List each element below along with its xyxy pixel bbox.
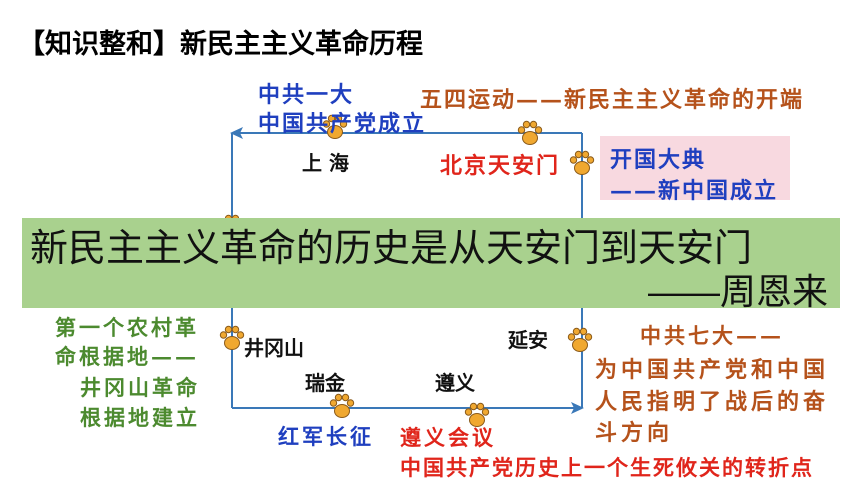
founding-label: 开国大典 xyxy=(610,147,707,173)
location-ruijin: 瑞金 xyxy=(305,371,345,395)
paw-print-icon xyxy=(515,118,545,148)
zunyi-meeting-label: 遵义会议 xyxy=(400,425,496,450)
paw-print-icon xyxy=(327,391,357,421)
paw-print-icon xyxy=(217,323,247,353)
may-fourth-label: 五四运动——新民主主义革命的开端 xyxy=(420,87,805,113)
first-congress-caption: 中国共产党成立 xyxy=(258,111,427,137)
base-area-line: 根据地建立 xyxy=(80,405,200,430)
arrowhead-right-icon xyxy=(571,402,584,414)
seventh-congress-line: 人民指明了战后的奋 xyxy=(595,389,830,415)
paw-print-icon xyxy=(567,148,597,178)
long-march-label: 红军长征 xyxy=(278,424,374,449)
location-yanan: 延安 xyxy=(508,328,548,352)
paw-print-icon xyxy=(565,325,595,355)
location-jinggangshan: 井冈山 xyxy=(244,336,304,360)
slide-title: 【知识整和】新民主主义革命历程 xyxy=(18,29,423,59)
quote-banner: 新民主主义革命的历史是从天安门到天安门 ——周恩来 xyxy=(22,218,840,312)
zunyi-meeting-caption: 中国共产党历史上一个生死攸关的转折点 xyxy=(400,455,814,480)
quote-text: 新民主主义革命的历史是从天安门到天安门 xyxy=(30,228,753,270)
location-zunyi: 遵义 xyxy=(435,371,475,395)
base-area-line: 命根据地—— xyxy=(55,344,199,369)
base-area-line: 井冈山革命 xyxy=(80,375,200,400)
seventh-congress-line: 为中国共产党和中国 xyxy=(595,357,830,383)
founding-caption: ——新中国成立 xyxy=(610,178,779,204)
location-beijing: 北京天安门 xyxy=(440,153,561,179)
base-area-line: 第一个农村革 xyxy=(55,315,199,340)
quote-author: ——周恩来 xyxy=(647,271,828,312)
founding-callout: 开国大典 ——新中国成立 xyxy=(600,136,790,204)
first-congress-label: 中共一大 xyxy=(258,82,355,108)
arrowhead-left-icon xyxy=(230,127,243,139)
location-shanghai: 上 海 xyxy=(302,151,349,175)
seventh-congress-label: 中共七大—— xyxy=(640,323,784,348)
seventh-congress-line: 斗方向 xyxy=(595,420,674,446)
